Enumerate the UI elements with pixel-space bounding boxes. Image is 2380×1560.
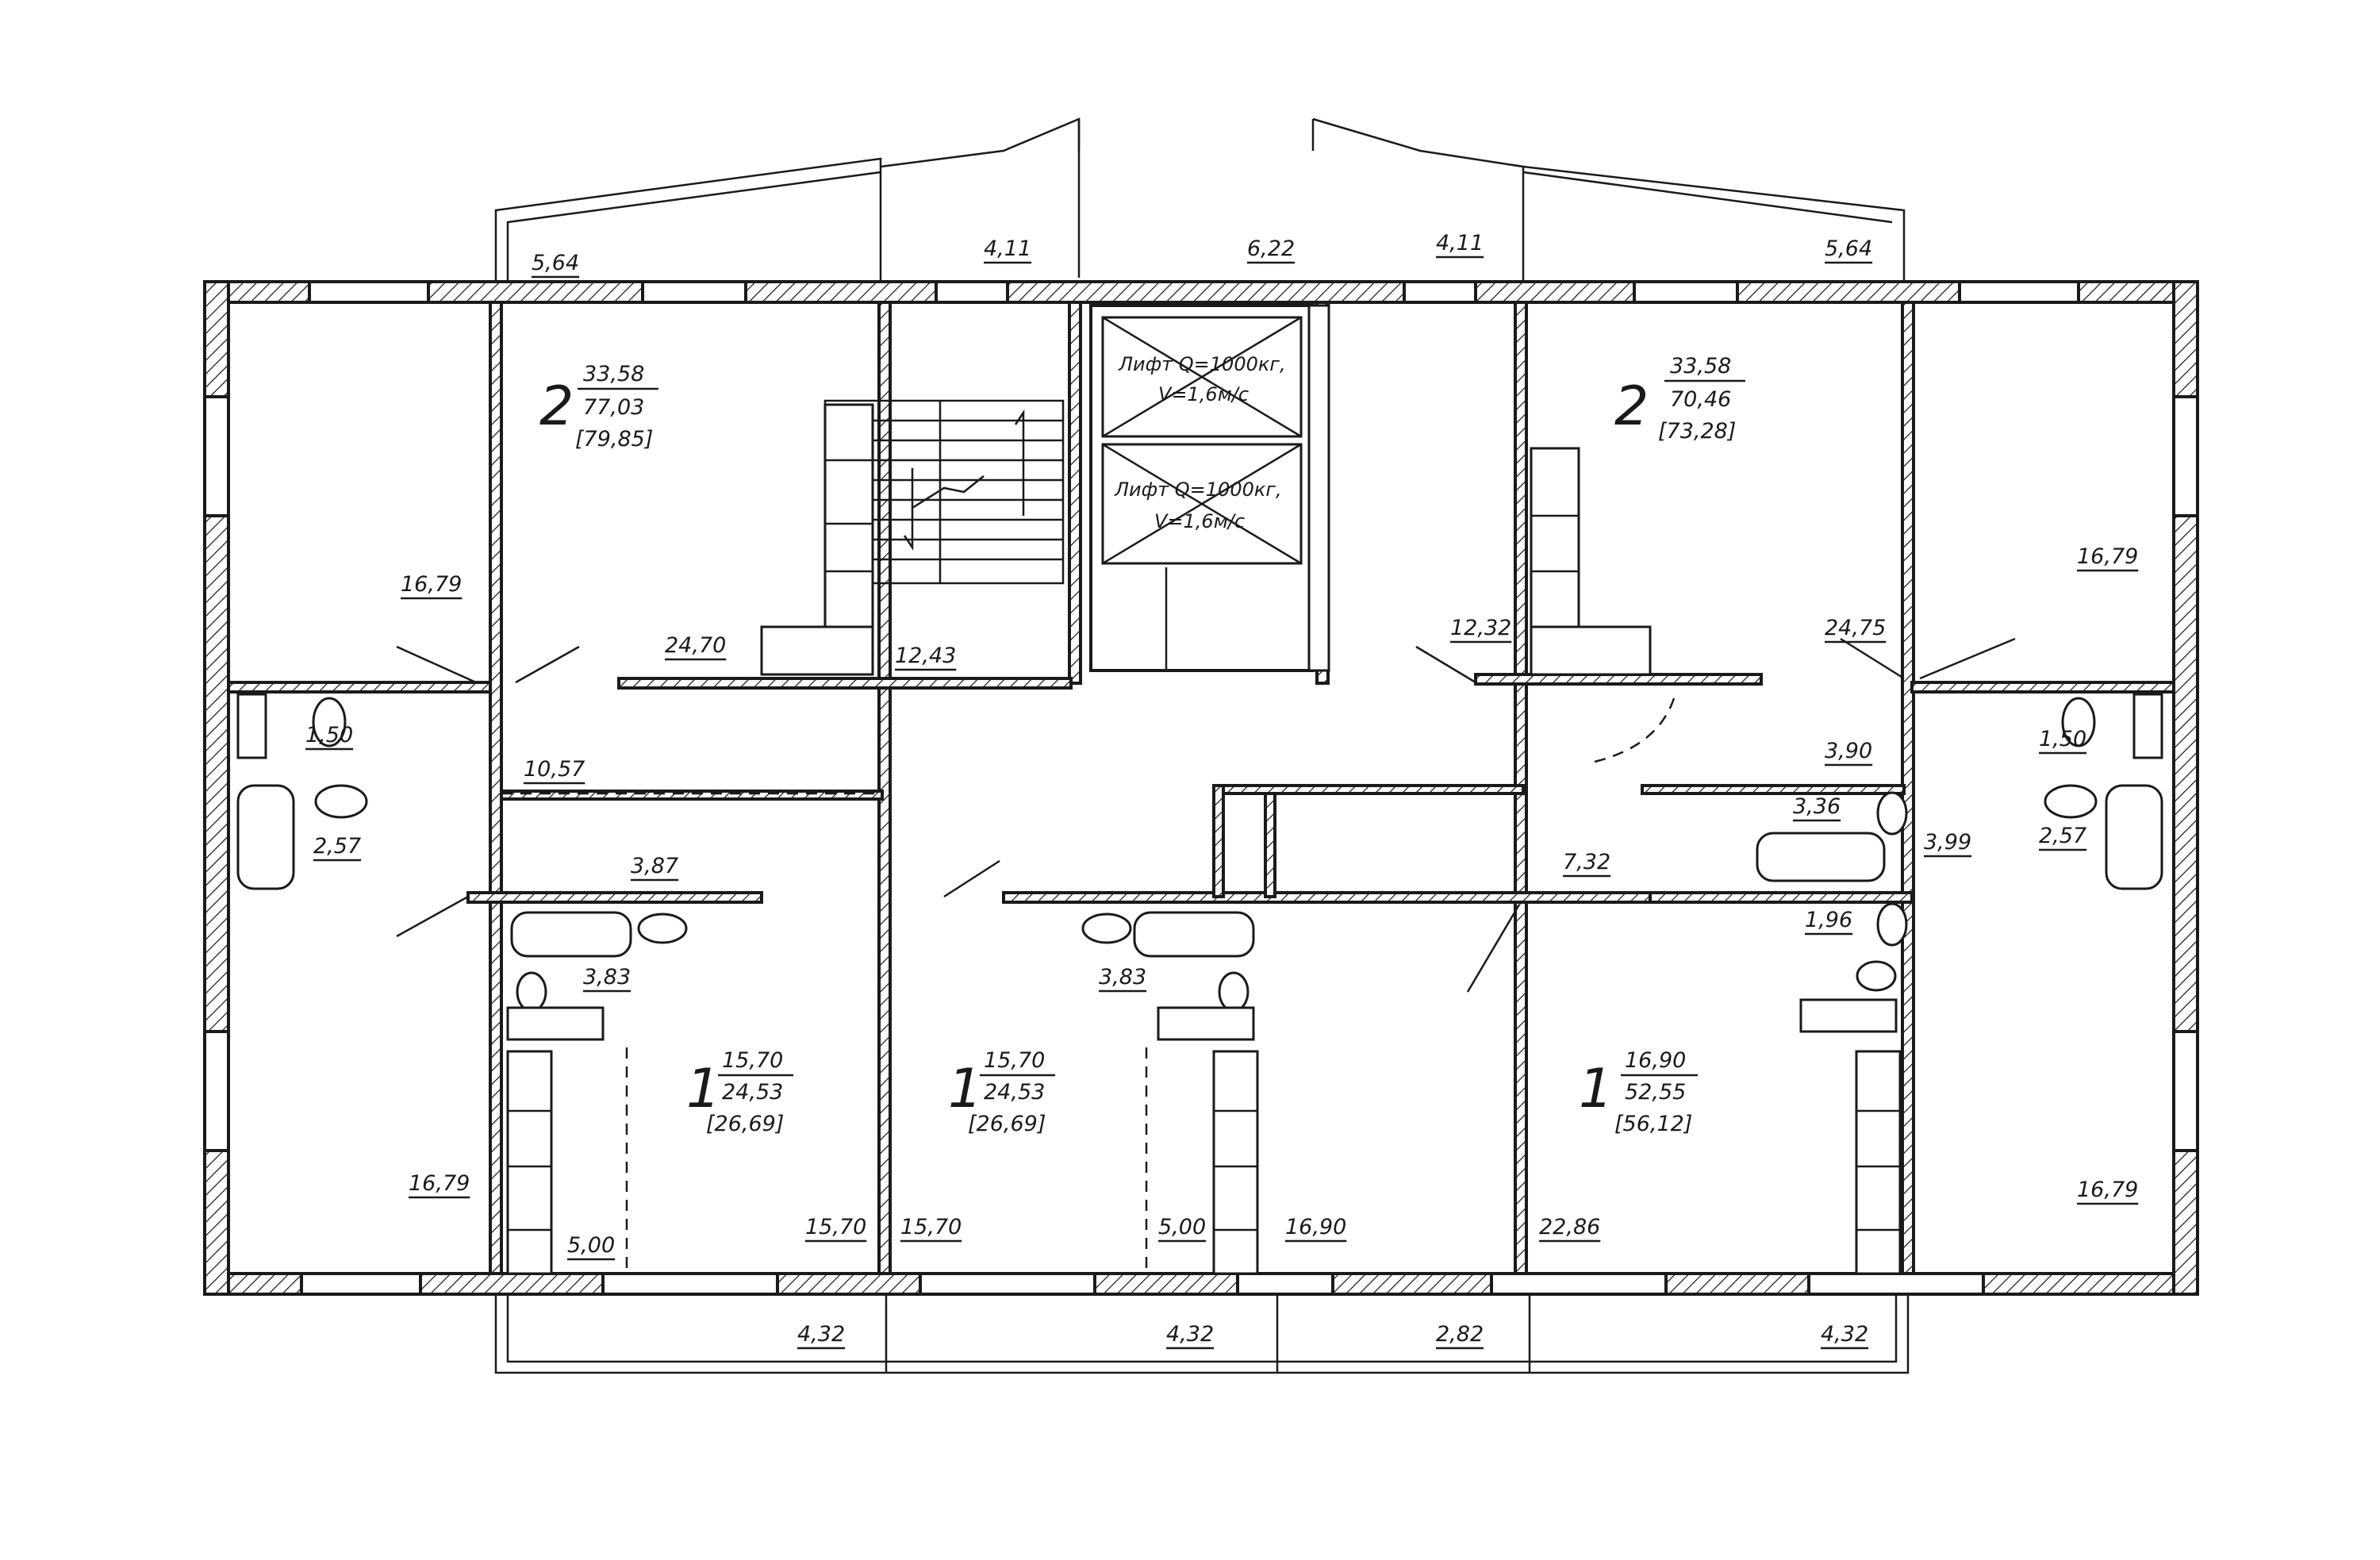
room-area: 3,83 — [583, 965, 631, 989]
apartment-rooms: 2 — [539, 375, 574, 438]
apartment-total-area: 24,53 — [722, 1080, 783, 1105]
apartment-living-area: 15,70 — [984, 1048, 1045, 1073]
room-area: 2,57 — [2039, 824, 2086, 848]
room-area: 15,70 — [805, 1215, 866, 1239]
room-area: 1,50 — [2039, 727, 2086, 751]
apartment-total-area: 70,46 — [1670, 387, 1731, 412]
room-area: 16,79 — [2077, 1178, 2138, 1202]
apartment-rooms: 2 — [1614, 375, 1649, 438]
lift-b-label: Лифт Q=1000кг, V=1,6м/с — [1114, 478, 1282, 532]
room-area: 5,64 — [1825, 236, 1872, 261]
room-area: 12,43 — [895, 644, 956, 668]
lift-shaft — [1089, 304, 1330, 672]
apartment-label-1-b: 1 15,70 24,53 [26,69] — [948, 1048, 1055, 1136]
exterior-walls — [203, 280, 2199, 1296]
bathroom-fixtures — [236, 693, 2163, 1012]
apartment-total-area: 77,03 — [583, 395, 644, 420]
room-area: 2,57 — [313, 834, 361, 859]
apartment-label-1-c: 1 16,90 52,55 [56,12] — [1579, 1048, 1698, 1136]
lift-b-line2: V=1,6м/с — [1154, 510, 1245, 532]
apartment-label-2-right: 2 33,58 70,46 [73,28] — [1614, 354, 1745, 444]
lift-a-label: Лифт Q=1000кг, V=1,6м/с — [1118, 353, 1286, 405]
apartment-area-with-balcony: [56,12] — [1614, 1112, 1692, 1136]
apartment-area-with-balcony: [26,69] — [706, 1112, 784, 1136]
apartment-living-area: 16,90 — [1625, 1048, 1686, 1073]
lift-a-line2: V=1,6м/с — [1158, 383, 1249, 405]
room-area: 24,75 — [1825, 616, 1886, 640]
room-area: 4,11 — [984, 236, 1031, 261]
room-area: 16,79 — [2077, 544, 2138, 569]
room-area: 16,79 — [409, 1171, 470, 1196]
room-area: 24,70 — [665, 633, 726, 658]
apartment-total-area: 52,55 — [1625, 1080, 1686, 1105]
room-area: 6,22 — [1247, 236, 1295, 261]
apartment-area-with-balcony: [73,28] — [1658, 419, 1736, 444]
room-area: 12,32 — [1450, 616, 1511, 640]
room-area: 3,90 — [1825, 739, 1872, 763]
room-area: 1,96 — [1805, 908, 1852, 932]
top-balconies — [494, 117, 1906, 283]
apartment-living-area: 33,58 — [583, 362, 644, 386]
apartment-label-1-a: 1 15,70 24,53 [26,69] — [686, 1048, 793, 1136]
room-area: 4,32 — [797, 1322, 845, 1347]
room-area: 3,99 — [1924, 830, 1971, 855]
room-area: 3,87 — [631, 854, 678, 878]
room-area: 4,32 — [1821, 1322, 1868, 1347]
lift-b-line1: Лифт Q=1000кг, — [1114, 478, 1282, 501]
apartment-rooms: 1 — [948, 1058, 982, 1120]
kitchen-fixtures — [506, 403, 1902, 1275]
apartment-living-area: 15,70 — [722, 1048, 783, 1073]
room-area: 5,00 — [1158, 1215, 1206, 1239]
door-swings — [396, 637, 2016, 1270]
apartment-rooms: 1 — [1579, 1058, 1613, 1120]
room-area: 4,11 — [1436, 231, 1484, 256]
room-area: 7,32 — [1563, 850, 1610, 874]
apartment-total-area: 24,53 — [984, 1080, 1045, 1105]
room-area: 3,36 — [1793, 794, 1841, 819]
room-area: 22,86 — [1539, 1215, 1600, 1239]
room-area: 5,64 — [532, 251, 579, 275]
room-area: 16,90 — [1285, 1215, 1346, 1239]
bottom-balconies — [494, 1285, 1910, 1374]
room-area-labels: 5,64 4,11 6,22 4,11 5,64 16,79 24,70 12,… — [305, 231, 2139, 1350]
room-area: 4,32 — [1166, 1322, 1214, 1347]
room-area: 2,82 — [1436, 1322, 1484, 1347]
apartment-label-2-left: 2 33,58 77,03 [79,85] — [539, 362, 658, 451]
room-area: 3,83 — [1099, 965, 1146, 989]
room-area: 1,50 — [305, 723, 353, 747]
lift-a-line1: Лифт Q=1000кг, — [1118, 353, 1286, 375]
apartment-area-with-balcony: [26,69] — [968, 1112, 1046, 1136]
apartment-living-area: 33,58 — [1670, 354, 1731, 378]
room-area: 10,57 — [524, 757, 585, 782]
room-area: 16,79 — [401, 572, 462, 597]
apartment-area-with-balcony: [79,85] — [575, 427, 653, 451]
room-area: 15,70 — [900, 1215, 962, 1239]
apartment-rooms: 1 — [686, 1058, 720, 1120]
room-area: 5,00 — [567, 1233, 615, 1258]
